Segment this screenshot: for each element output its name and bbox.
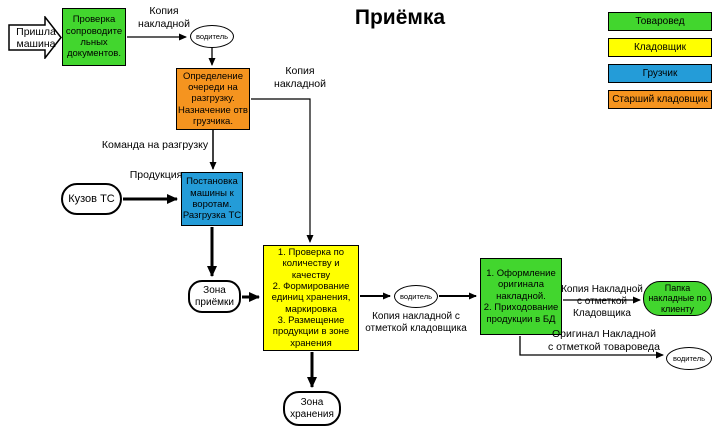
- edge-label-copy-invoice-stamped: Копия накладной с отметкой кладовщика: [365, 311, 467, 334]
- legend-item-starshiy-kladovschik: Старший кладовщик: [608, 90, 712, 109]
- check-quality-label: 1. Проверка по количеству и качеству 2. …: [271, 246, 351, 349]
- legend-label: Грузчик: [642, 68, 678, 79]
- edge-label-copy-invoice-keeper: Копия Накладной с отметкой Кладовщика: [561, 284, 643, 319]
- legend-label: Кладовщик: [633, 42, 687, 53]
- page-title: Приёмка: [354, 6, 446, 29]
- truck-to-gates-node: Постановка машины к воротам. Разгрузка Т…: [181, 172, 243, 226]
- legend-label: Товаровед: [635, 16, 685, 27]
- driver-oval-middle: водитель: [394, 285, 438, 308]
- check-quality-node: 1. Проверка по количеству и качеству 2. …: [263, 245, 359, 351]
- queue-assign-label: Определение очереди на разгрузку. Назнач…: [178, 70, 248, 128]
- truck-to-gates-label: Постановка машины к воротам. Разгрузка Т…: [182, 176, 242, 222]
- block-arrow-icon: [8, 14, 62, 61]
- driver-oval-top: водитель: [190, 25, 234, 48]
- client-folder-label: Папка накладные по клиенту: [648, 282, 707, 314]
- truck-body-node: Кузов ТС: [61, 183, 122, 215]
- edge-label-copy-invoice-2: Копия накладной: [274, 65, 326, 90]
- legend-item-tovaroved: Товаровед: [608, 12, 712, 31]
- truck-arrived-node: Пришла машина: [8, 14, 62, 61]
- driver-label: водитель: [195, 32, 229, 41]
- check-documents-node: Проверка сопроводите льных документов.: [62, 8, 126, 66]
- driver-label: водитель: [672, 354, 706, 363]
- legend-item-gruzchik: Грузчик: [608, 64, 712, 83]
- storage-zone-label: Зона хранения: [290, 397, 334, 420]
- legend-label: Старший кладовщик: [612, 94, 708, 105]
- register-invoice-label: 1. Оформление оригинала накладной. 2. Пр…: [483, 268, 559, 325]
- receiving-zone-node: Зона приёмки: [188, 280, 241, 313]
- check-documents-label: Проверка сопроводите льных документов.: [65, 14, 123, 60]
- queue-assign-node: Определение очереди на разгрузку. Назнач…: [176, 68, 250, 130]
- client-folder-node: Папка накладные по клиенту: [643, 281, 712, 316]
- storage-zone-node: Зона хранения: [283, 391, 341, 426]
- legend-item-kladovschik: Кладовщик: [608, 38, 712, 57]
- truck-body-label: Кузов ТС: [68, 192, 115, 205]
- edge-label-original-invoice: Оригинал Накладной с отметкой товароведа: [548, 328, 660, 353]
- driver-label: водитель: [399, 292, 433, 301]
- edge-label-unload-command: Команда на разгрузку: [101, 139, 209, 151]
- receiving-zone-label: Зона приёмки: [195, 285, 234, 308]
- driver-oval-bottom: водитель: [666, 347, 712, 370]
- truck-arrived-label: Пришла машина: [16, 26, 56, 51]
- edge-label-production: Продукция: [129, 169, 183, 181]
- register-invoice-node: 1. Оформление оригинала накладной. 2. Пр…: [480, 258, 562, 335]
- edge-label-copy-invoice-1: Копия накладной: [138, 5, 190, 30]
